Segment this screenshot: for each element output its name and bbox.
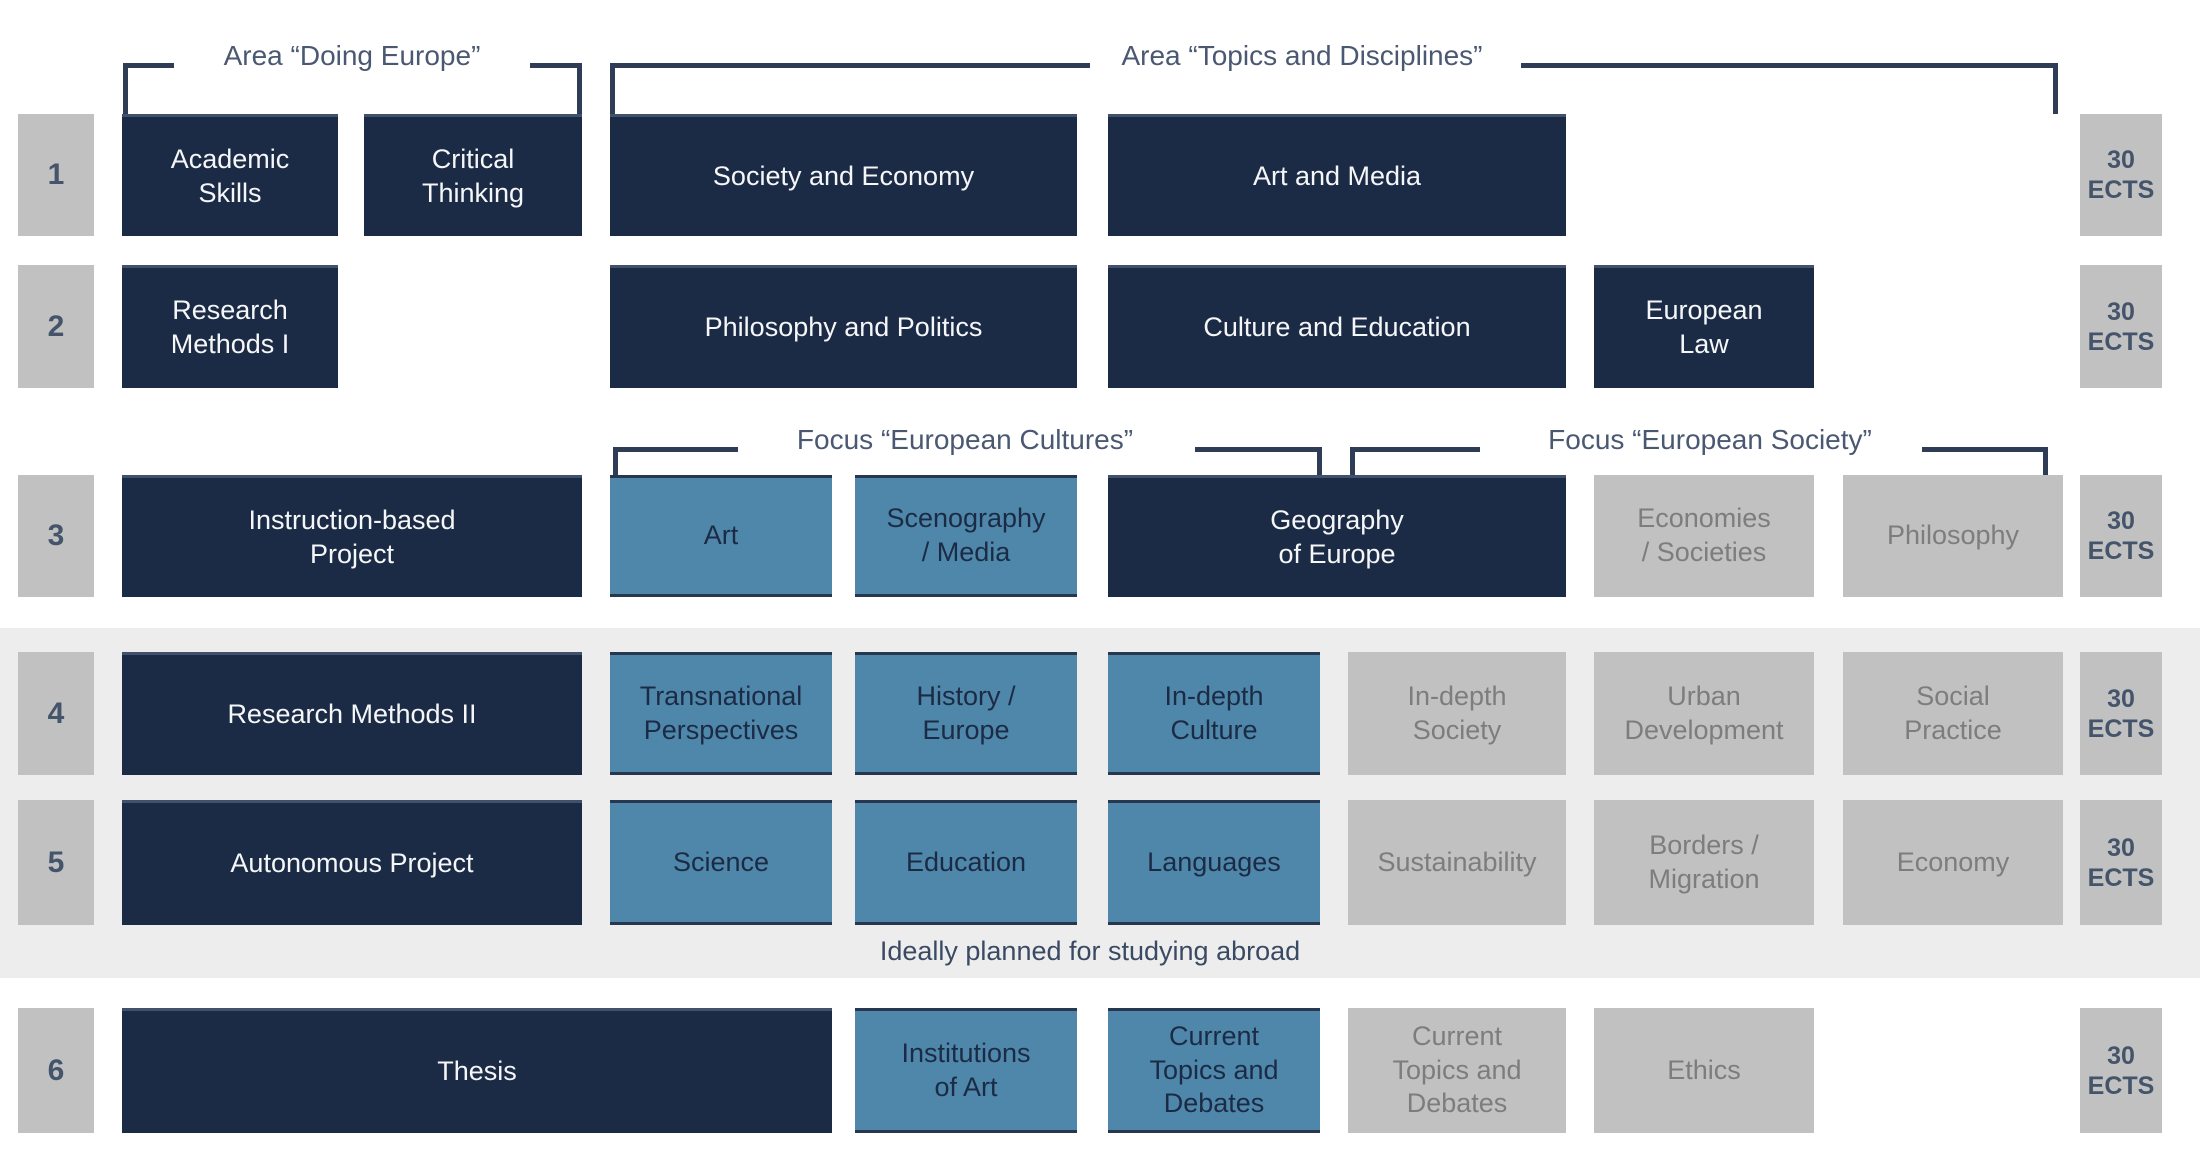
semester-3-label: 3 [18,475,94,597]
module-academic-skills: Academic Skills [122,114,338,236]
module-geography-of-europe: Geography of Europe [1108,475,1566,597]
module-critical-thinking: Critical Thinking [364,114,582,236]
module-ethics: Ethics [1594,1008,1814,1133]
module-art-and-media: Art and Media [1108,114,1566,236]
module-art: Art [610,475,832,597]
module-in-depth-society: In-depth Society [1348,652,1566,775]
module-current-topics-debates-society: Current Topics and Debates [1348,1008,1566,1133]
module-thesis: Thesis [122,1008,832,1133]
bracket-line [613,447,738,452]
module-society-and-economy: Society and Economy [610,114,1077,236]
module-research-methods-2: Research Methods II [122,652,582,775]
bracket-line [1350,447,1355,475]
ects-semester-3: 30 ECTS [2080,475,2162,597]
bracket-line [2053,63,2058,114]
bracket-line [577,63,582,114]
semester-1-label: 1 [18,114,94,236]
module-sustainability: Sustainability [1348,800,1566,925]
semester-2-label: 2 [18,265,94,388]
bracket-line [610,63,615,114]
module-instruction-based-project: Instruction-based Project [122,475,582,597]
area-doing-europe-label: Area “Doing Europe” [223,40,481,71]
bracket-line [610,63,1090,68]
bracket-line [613,447,618,475]
semester-6-label: 6 [18,1008,94,1133]
focus-european-society-label: Focus “European Society” [1548,424,1872,455]
module-economy: Economy [1843,800,2063,925]
study-abroad-note: Ideally planned for studying abroad [879,936,1301,966]
ects-semester-6: 30 ECTS [2080,1008,2162,1133]
bracket-line [2043,447,2048,475]
module-in-depth-culture: In-depth Culture [1108,652,1320,775]
semester-4-label: 4 [18,652,94,775]
bracket-line [123,63,174,68]
ects-semester-4: 30 ECTS [2080,652,2162,775]
module-european-law: European Law [1594,265,1814,388]
module-culture-and-education: Culture and Education [1108,265,1566,388]
module-economies-societies: Economies / Societies [1594,475,1814,597]
bracket-line [1317,447,1322,475]
bracket-line [1521,63,2058,68]
module-current-topics-debates-cultures: Current Topics and Debates [1108,1008,1320,1133]
module-research-methods-1: Research Methods I [122,265,338,388]
module-scenography-media: Scenography / Media [855,475,1077,597]
module-urban-development: Urban Development [1594,652,1814,775]
module-borders-migration: Borders / Migration [1594,800,1814,925]
module-autonomous-project: Autonomous Project [122,800,582,925]
module-philosophy: Philosophy [1843,475,2063,597]
bracket-line [1922,447,2048,452]
area-topics-disciplines-label: Area “Topics and Disciplines” [1121,40,1483,71]
module-history-europe: History / Europe [855,652,1077,775]
module-education: Education [855,800,1077,925]
ects-semester-5: 30 ECTS [2080,800,2162,925]
module-science: Science [610,800,832,925]
module-transnational-perspectives: Transnational Perspectives [610,652,832,775]
ects-semester-1: 30 ECTS [2080,114,2162,236]
bracket-line [1195,447,1322,452]
bracket-line [1350,447,1480,452]
module-social-practice: Social Practice [1843,652,2063,775]
bracket-line [530,63,581,68]
module-institutions-of-art: Institutions of Art [855,1008,1077,1133]
ects-semester-2: 30 ECTS [2080,265,2162,388]
bracket-line [123,63,128,114]
module-philosophy-and-politics: Philosophy and Politics [610,265,1077,388]
semester-5-label: 5 [18,800,94,925]
focus-european-cultures-label: Focus “European Cultures” [796,424,1134,455]
module-languages: Languages [1108,800,1320,925]
